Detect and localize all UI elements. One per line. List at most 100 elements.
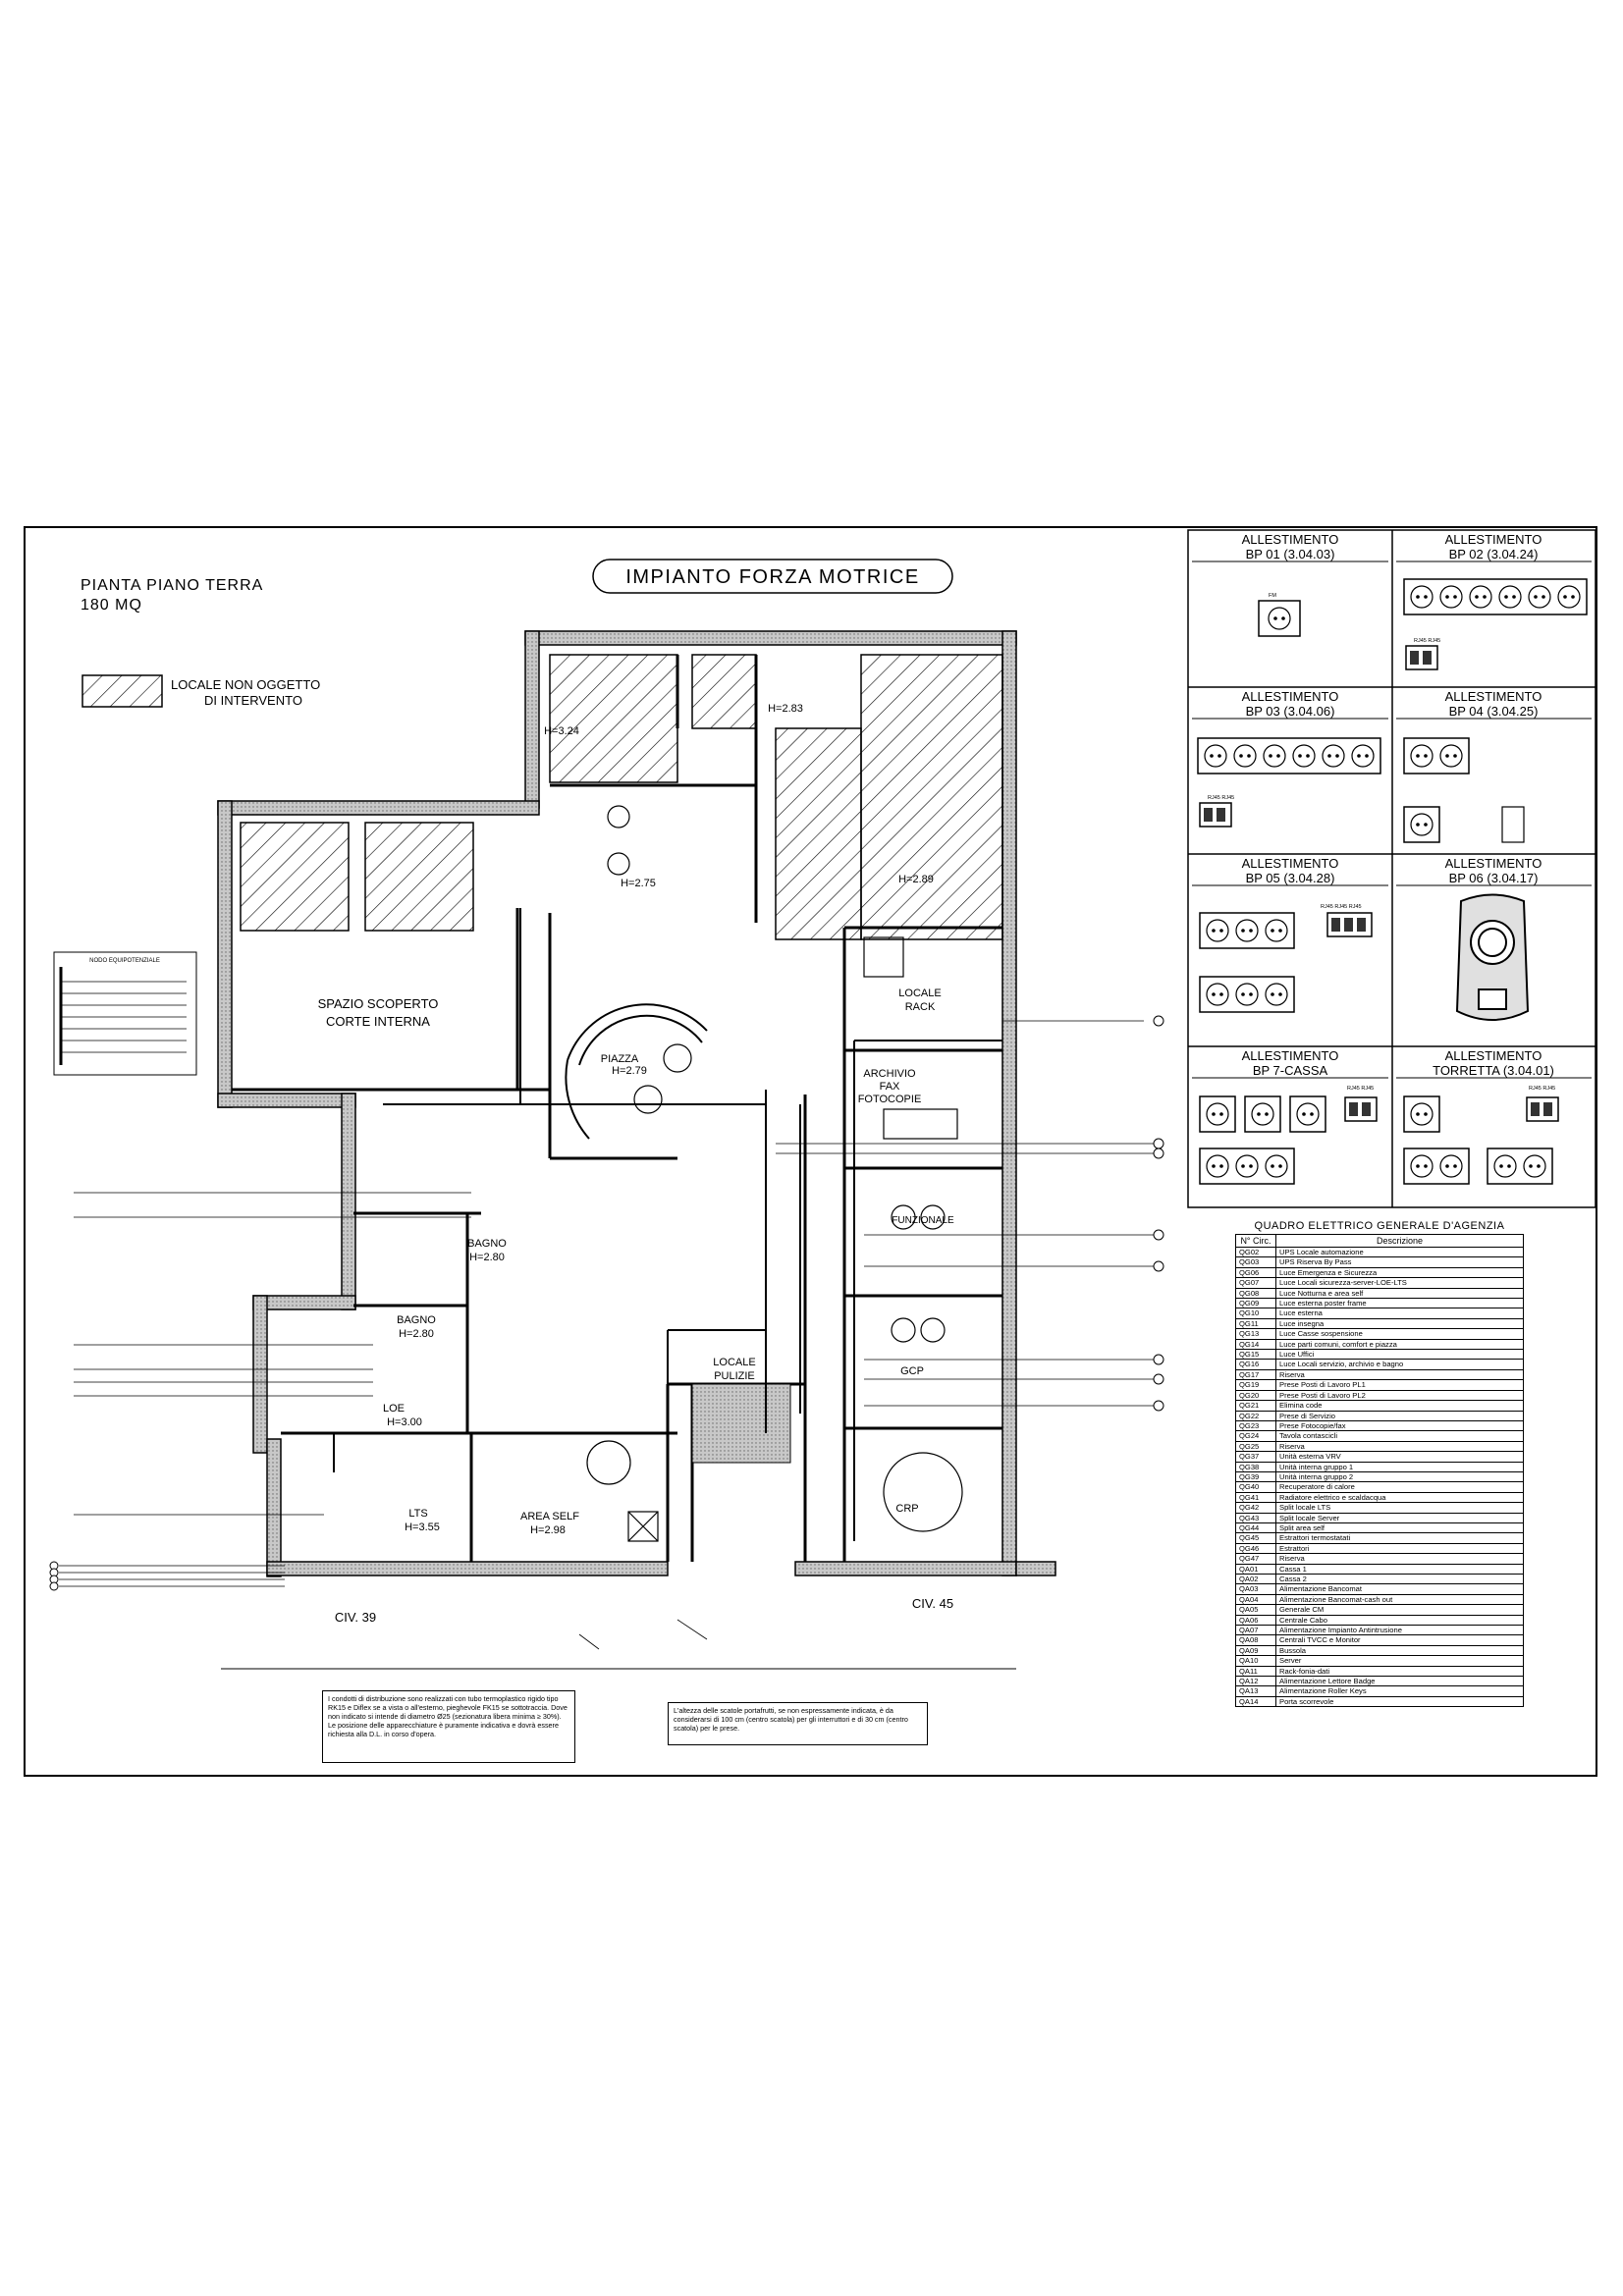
bp05-rj45: RJ45 RJ45 RJ45 xyxy=(1321,904,1362,910)
quadro-circuit-desc: Split area self xyxy=(1275,1522,1524,1534)
quadro-circuit-desc: Prese di Servizio xyxy=(1275,1410,1524,1421)
bp04-code: BP 04 (3.04.25) xyxy=(1449,704,1539,719)
hatch-legend-line1: LOCALE NON OGGETTO xyxy=(171,677,320,692)
quadro-circuit-desc: Bussola xyxy=(1275,1644,1524,1657)
socket-plate xyxy=(1199,1148,1295,1185)
quadro-circuit-code: QG47 xyxy=(1235,1553,1276,1565)
bp07-code: BP 7-CASSA xyxy=(1253,1063,1328,1078)
plan-title: PIANTA PIANO TERRA xyxy=(81,577,263,594)
quadro-circuit-code: QA10 xyxy=(1235,1655,1276,1667)
quadro-circuit-code: QA05 xyxy=(1235,1604,1276,1616)
note-box-heights: L'altezza delle scatole portafrutti, se … xyxy=(668,1702,928,1745)
bp03-title: ALLESTIMENTO xyxy=(1242,689,1339,704)
quadro-circuit-code: QG45 xyxy=(1235,1532,1276,1544)
quadro-circuit-code: QG15 xyxy=(1235,1349,1276,1361)
quadro-circuit-desc: Luce Notturna e area self xyxy=(1275,1287,1524,1300)
bp03-rj45: RJ45 RJ45 xyxy=(1208,795,1234,801)
quadro-circuit-desc: Unità esterna VRV xyxy=(1275,1451,1524,1463)
bp01-fm: FM xyxy=(1269,593,1276,599)
bp06-title: ALLESTIMENTO xyxy=(1445,856,1542,871)
room-archivio-3: FOTOCOPIE xyxy=(858,1094,922,1105)
room-bagno2: BAGNO xyxy=(397,1314,436,1326)
rj45-plate xyxy=(1405,645,1438,670)
quadro-circuit-code: QG06 xyxy=(1235,1266,1276,1279)
quadro-circuit-code: QG03 xyxy=(1235,1256,1276,1268)
leader-lines xyxy=(59,1020,1159,1650)
room-h283: H=2.83 xyxy=(768,703,803,715)
hatched-rooms xyxy=(240,654,1003,940)
rj45-plate xyxy=(1326,912,1373,937)
torretta-rj45: RJ45 RJ45 xyxy=(1529,1086,1555,1092)
socket-plate xyxy=(1403,578,1588,615)
quadro-circuit-code: QG24 xyxy=(1235,1430,1276,1442)
room-h275: H=2.75 xyxy=(621,878,656,889)
socket-plate xyxy=(1487,1148,1553,1185)
quadro-header-row: N° Circ. Descrizione xyxy=(1235,1234,1524,1248)
quadro-circuit-desc: Luce Uffici xyxy=(1275,1349,1524,1361)
quadro-circuit-desc: Porta scorrevole xyxy=(1275,1695,1524,1708)
quadro-circuit-desc: Radiatore elettrico e scaldacqua xyxy=(1275,1491,1524,1504)
quadro-circuit-code: QG43 xyxy=(1235,1512,1276,1523)
room-gcp: GCP xyxy=(900,1365,924,1377)
quadro-circuit-desc: Prese Posti di Lavoro PL1 xyxy=(1275,1379,1524,1391)
quadro-circuit-desc: Prese Fotocopie/fax xyxy=(1275,1419,1524,1432)
room-pulizie-2: PULIZIE xyxy=(714,1370,755,1382)
bp03-code: BP 03 (3.04.06) xyxy=(1246,704,1335,719)
socket-symbols xyxy=(1197,578,1588,1185)
wiring-lines xyxy=(333,908,1002,1541)
bp02-title: ALLESTIMENTO xyxy=(1445,532,1542,547)
quadro-circuit-desc: Generale CM xyxy=(1275,1604,1524,1616)
bp01-title: ALLESTIMENTO xyxy=(1242,532,1339,547)
quadro-elettrico-legend: QUADRO ELETTRICO GENERALE D'AGENZIA N° C… xyxy=(1235,1220,1524,1708)
quadro-circuit-code: QG25 xyxy=(1235,1440,1276,1453)
room-spazio-1: SPAZIO SCOPERTO xyxy=(318,996,439,1011)
quadro-circuit-desc: Centrale Cabo xyxy=(1275,1614,1524,1627)
bp06-code: BP 06 (3.04.17) xyxy=(1449,871,1539,885)
label-civ45: CIV. 45 xyxy=(912,1596,953,1611)
quadro-circuit-code: QG38 xyxy=(1235,1461,1276,1472)
quadro-circuit-desc: Prese Posti di Lavoro PL2 xyxy=(1275,1389,1524,1402)
quadro-circuit-code: QA13 xyxy=(1235,1685,1276,1697)
equipotential-node-inset: NODO EQUIPOTENZIALE xyxy=(53,951,197,1076)
quadro-circuit-code: QG46 xyxy=(1235,1542,1276,1555)
drawing-title: IMPIANTO FORZA MOTRICE xyxy=(625,566,919,588)
quadro-circuit-desc: Recuperatore di calore xyxy=(1275,1481,1524,1493)
socket-plate xyxy=(1403,737,1470,774)
quadro-circuit-desc: Elimina code xyxy=(1275,1400,1524,1412)
hatch-legend-line2: DI INTERVENTO xyxy=(204,693,302,708)
quadro-circuit-code: QG23 xyxy=(1235,1419,1276,1432)
quadro-circuit-code: QG37 xyxy=(1235,1451,1276,1463)
quadro-circuit-code: QA08 xyxy=(1235,1634,1276,1646)
quadro-circuit-desc: UPS Riserva By Pass xyxy=(1275,1256,1524,1268)
quadro-circuit-code: QG11 xyxy=(1235,1317,1276,1330)
quadro-circuit-desc: Alimentazione Roller Keys xyxy=(1275,1685,1524,1697)
quadro-circuit-desc: Cassa 1 xyxy=(1275,1563,1524,1575)
quadro-circuit-code: QG10 xyxy=(1235,1308,1276,1319)
quadro-circuit-code: QG02 xyxy=(1235,1246,1276,1258)
room-spazio-2: CORTE INTERNA xyxy=(326,1014,430,1029)
room-bagno1: BAGNO xyxy=(467,1238,507,1250)
rj45-plate xyxy=(1526,1096,1559,1122)
room-rack-2: RACK xyxy=(905,1001,936,1013)
room-archivio-1: ARCHIVIO xyxy=(863,1068,916,1080)
note-box-heights-text: L'altezza delle scatole portafrutti, se … xyxy=(674,1706,908,1733)
quadro-circuit-code: QG14 xyxy=(1235,1338,1276,1351)
drawing-title-frame xyxy=(592,559,953,594)
hatch-legend-swatch xyxy=(81,674,163,708)
nodo-title: NODO EQUIPOTENZIALE xyxy=(89,958,160,964)
room-area-self-h: H=2.98 xyxy=(530,1524,566,1536)
